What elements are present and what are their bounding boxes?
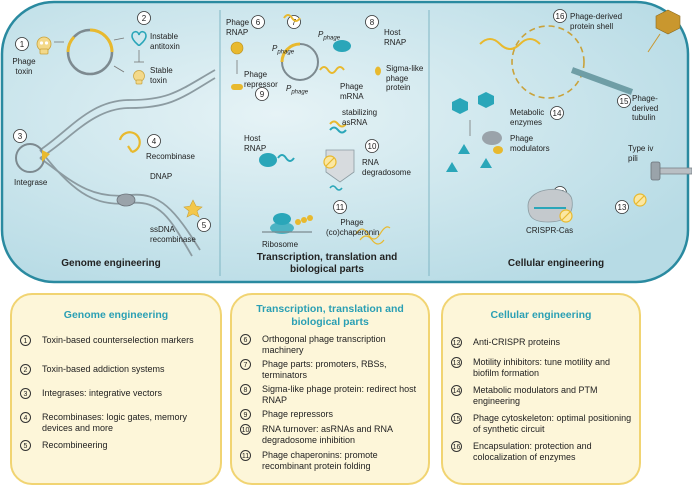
- crispr-cas-icon: [527, 188, 573, 223]
- host-rnap-icon: [333, 40, 351, 52]
- recombinase-icon: [118, 131, 141, 154]
- ribosome-icon: [262, 213, 313, 234]
- plasmid-icon: [66, 28, 114, 76]
- svg-text:10: 10: [368, 142, 377, 151]
- label-ssdna-recombinase: ssDNA recombinase: [150, 225, 196, 244]
- label-metabolic-enzymes: Metabolic enzymes: [510, 108, 545, 127]
- marker-3: 3: [13, 129, 27, 143]
- phage-modulator-icon: [493, 146, 503, 154]
- type-iv-pili-icon: [650, 161, 692, 181]
- label-recombinase: Recombinase: [146, 152, 195, 161]
- svg-text:11: 11: [336, 203, 345, 212]
- label-phage-protein-shell: Phage-derived protein shell: [570, 12, 623, 31]
- marker-15: 15: [617, 94, 631, 108]
- arrow-to-antitoxin: [113, 37, 125, 41]
- marker-1: 1: [15, 37, 29, 51]
- phage-mrna-icon: [319, 66, 345, 74]
- panel-title: Cellular engineering: [490, 309, 592, 321]
- panel-title: Genome engineering: [63, 309, 169, 321]
- label-p-phage-3: Pphage: [286, 84, 309, 96]
- sigma-like-protein-icon: [375, 66, 381, 76]
- label-sigma-like: Sigma-like phage protein: [386, 64, 424, 92]
- svg-text:16: 16: [556, 12, 565, 21]
- marker-8: 8: [365, 15, 379, 29]
- marker-7: 7: [287, 15, 301, 29]
- label-p-phage-1: Pphage: [272, 44, 295, 56]
- phage-parts-circuit: [280, 42, 319, 81]
- label-phage-chaperonin: Phage (co)chaperonin: [326, 218, 380, 237]
- asrna-icon: [329, 120, 347, 128]
- label-p-phage-2: Pphage: [318, 30, 341, 42]
- label-dnap: DNAP: [150, 172, 173, 181]
- protein-shell-ring: [511, 25, 585, 99]
- mrna-squiggle-top: [283, 14, 301, 22]
- host-rnap-2-icon: [259, 153, 277, 167]
- ssdna-recombinase-icon: [183, 199, 203, 218]
- svg-text:4: 4: [152, 137, 157, 146]
- label-type-iv-pili: Type iv pili: [628, 144, 654, 163]
- section-title-genome: Genome engineering: [61, 258, 161, 269]
- tubulin-filament-icon: [570, 67, 634, 95]
- phage-rnap-icon: [230, 41, 244, 55]
- section-title-cellular: Cellular engineering: [507, 258, 605, 269]
- label-phage-mrna: Phage mRNA: [340, 82, 364, 101]
- marker-5: 5: [197, 218, 211, 232]
- label-phage-tubulin: Phage-derived tubulin: [632, 94, 659, 122]
- label-stable-toxin: Stable toxin: [150, 66, 173, 85]
- legend-panel-transcription: Transcription, translation and biologica…: [230, 293, 430, 485]
- svg-text:2: 2: [142, 14, 147, 23]
- marker-10: 10: [365, 139, 379, 153]
- dnap-icon: [116, 193, 136, 207]
- rna-degradosome-icon: [323, 149, 355, 183]
- label-phage-modulators: Phage modulators: [510, 134, 550, 153]
- svg-text:13: 13: [618, 203, 627, 212]
- label-host-rnap-2: Host RNAP: [244, 134, 267, 153]
- panel-title: Transcription, translation and biologica…: [256, 303, 404, 328]
- skull-icon: [36, 36, 52, 55]
- svg-text:3: 3: [18, 132, 23, 141]
- marker-11: 11: [333, 200, 347, 214]
- label-phage-repressor: Phage repressor: [244, 70, 278, 89]
- heart-icon: [131, 30, 147, 47]
- marker-14: 14: [550, 106, 564, 120]
- chaperonin-icon: [355, 226, 391, 245]
- svg-text:14: 14: [553, 109, 562, 118]
- label-ribosome: Ribosome: [262, 240, 299, 249]
- label-rna-degradosome: RNA degradosome: [362, 158, 411, 177]
- label-stabilizing-asrna: stabilizing asRNA: [342, 108, 378, 127]
- pili-inhibitor-icon: [633, 193, 647, 207]
- section-title-transcription: Transcription, translation and biologica…: [256, 252, 398, 275]
- svg-text:5: 5: [202, 221, 207, 230]
- integrase-loop-icon: [15, 143, 50, 173]
- marker-13: 13: [615, 200, 629, 214]
- label-phage-toxin: Phage toxin: [12, 57, 36, 76]
- phage-capsid-icon: [647, 9, 681, 53]
- svg-text:8: 8: [370, 18, 375, 27]
- label-instable-antitoxin: Instable antitoxin: [150, 32, 180, 51]
- marker-16: 16: [553, 9, 567, 23]
- stable-toxin-skull-icon: [133, 70, 145, 85]
- marker-2: 2: [137, 11, 151, 25]
- svg-text:6: 6: [256, 18, 261, 27]
- label-phage-rnap: Phage RNAP: [226, 18, 250, 37]
- enzyme-blob-icon: [482, 131, 502, 145]
- arrow-to-stable-toxin: [113, 65, 125, 73]
- svg-text:1: 1: [20, 40, 25, 49]
- svg-text:7: 7: [292, 18, 297, 27]
- label-integrase: Integrase: [14, 178, 48, 187]
- svg-text:15: 15: [620, 97, 629, 106]
- phage-repressor-icon: [231, 84, 243, 90]
- marker-6: 6: [251, 15, 265, 29]
- label-host-rnap-1: Host RNAP: [384, 28, 407, 47]
- label-crispr-cas: CRISPR-Cas: [526, 226, 574, 235]
- metabolic-enzymes-icon: [446, 92, 494, 172]
- marker-4: 4: [147, 134, 161, 148]
- marker-9: 9: [255, 87, 269, 101]
- svg-text:9: 9: [260, 90, 265, 99]
